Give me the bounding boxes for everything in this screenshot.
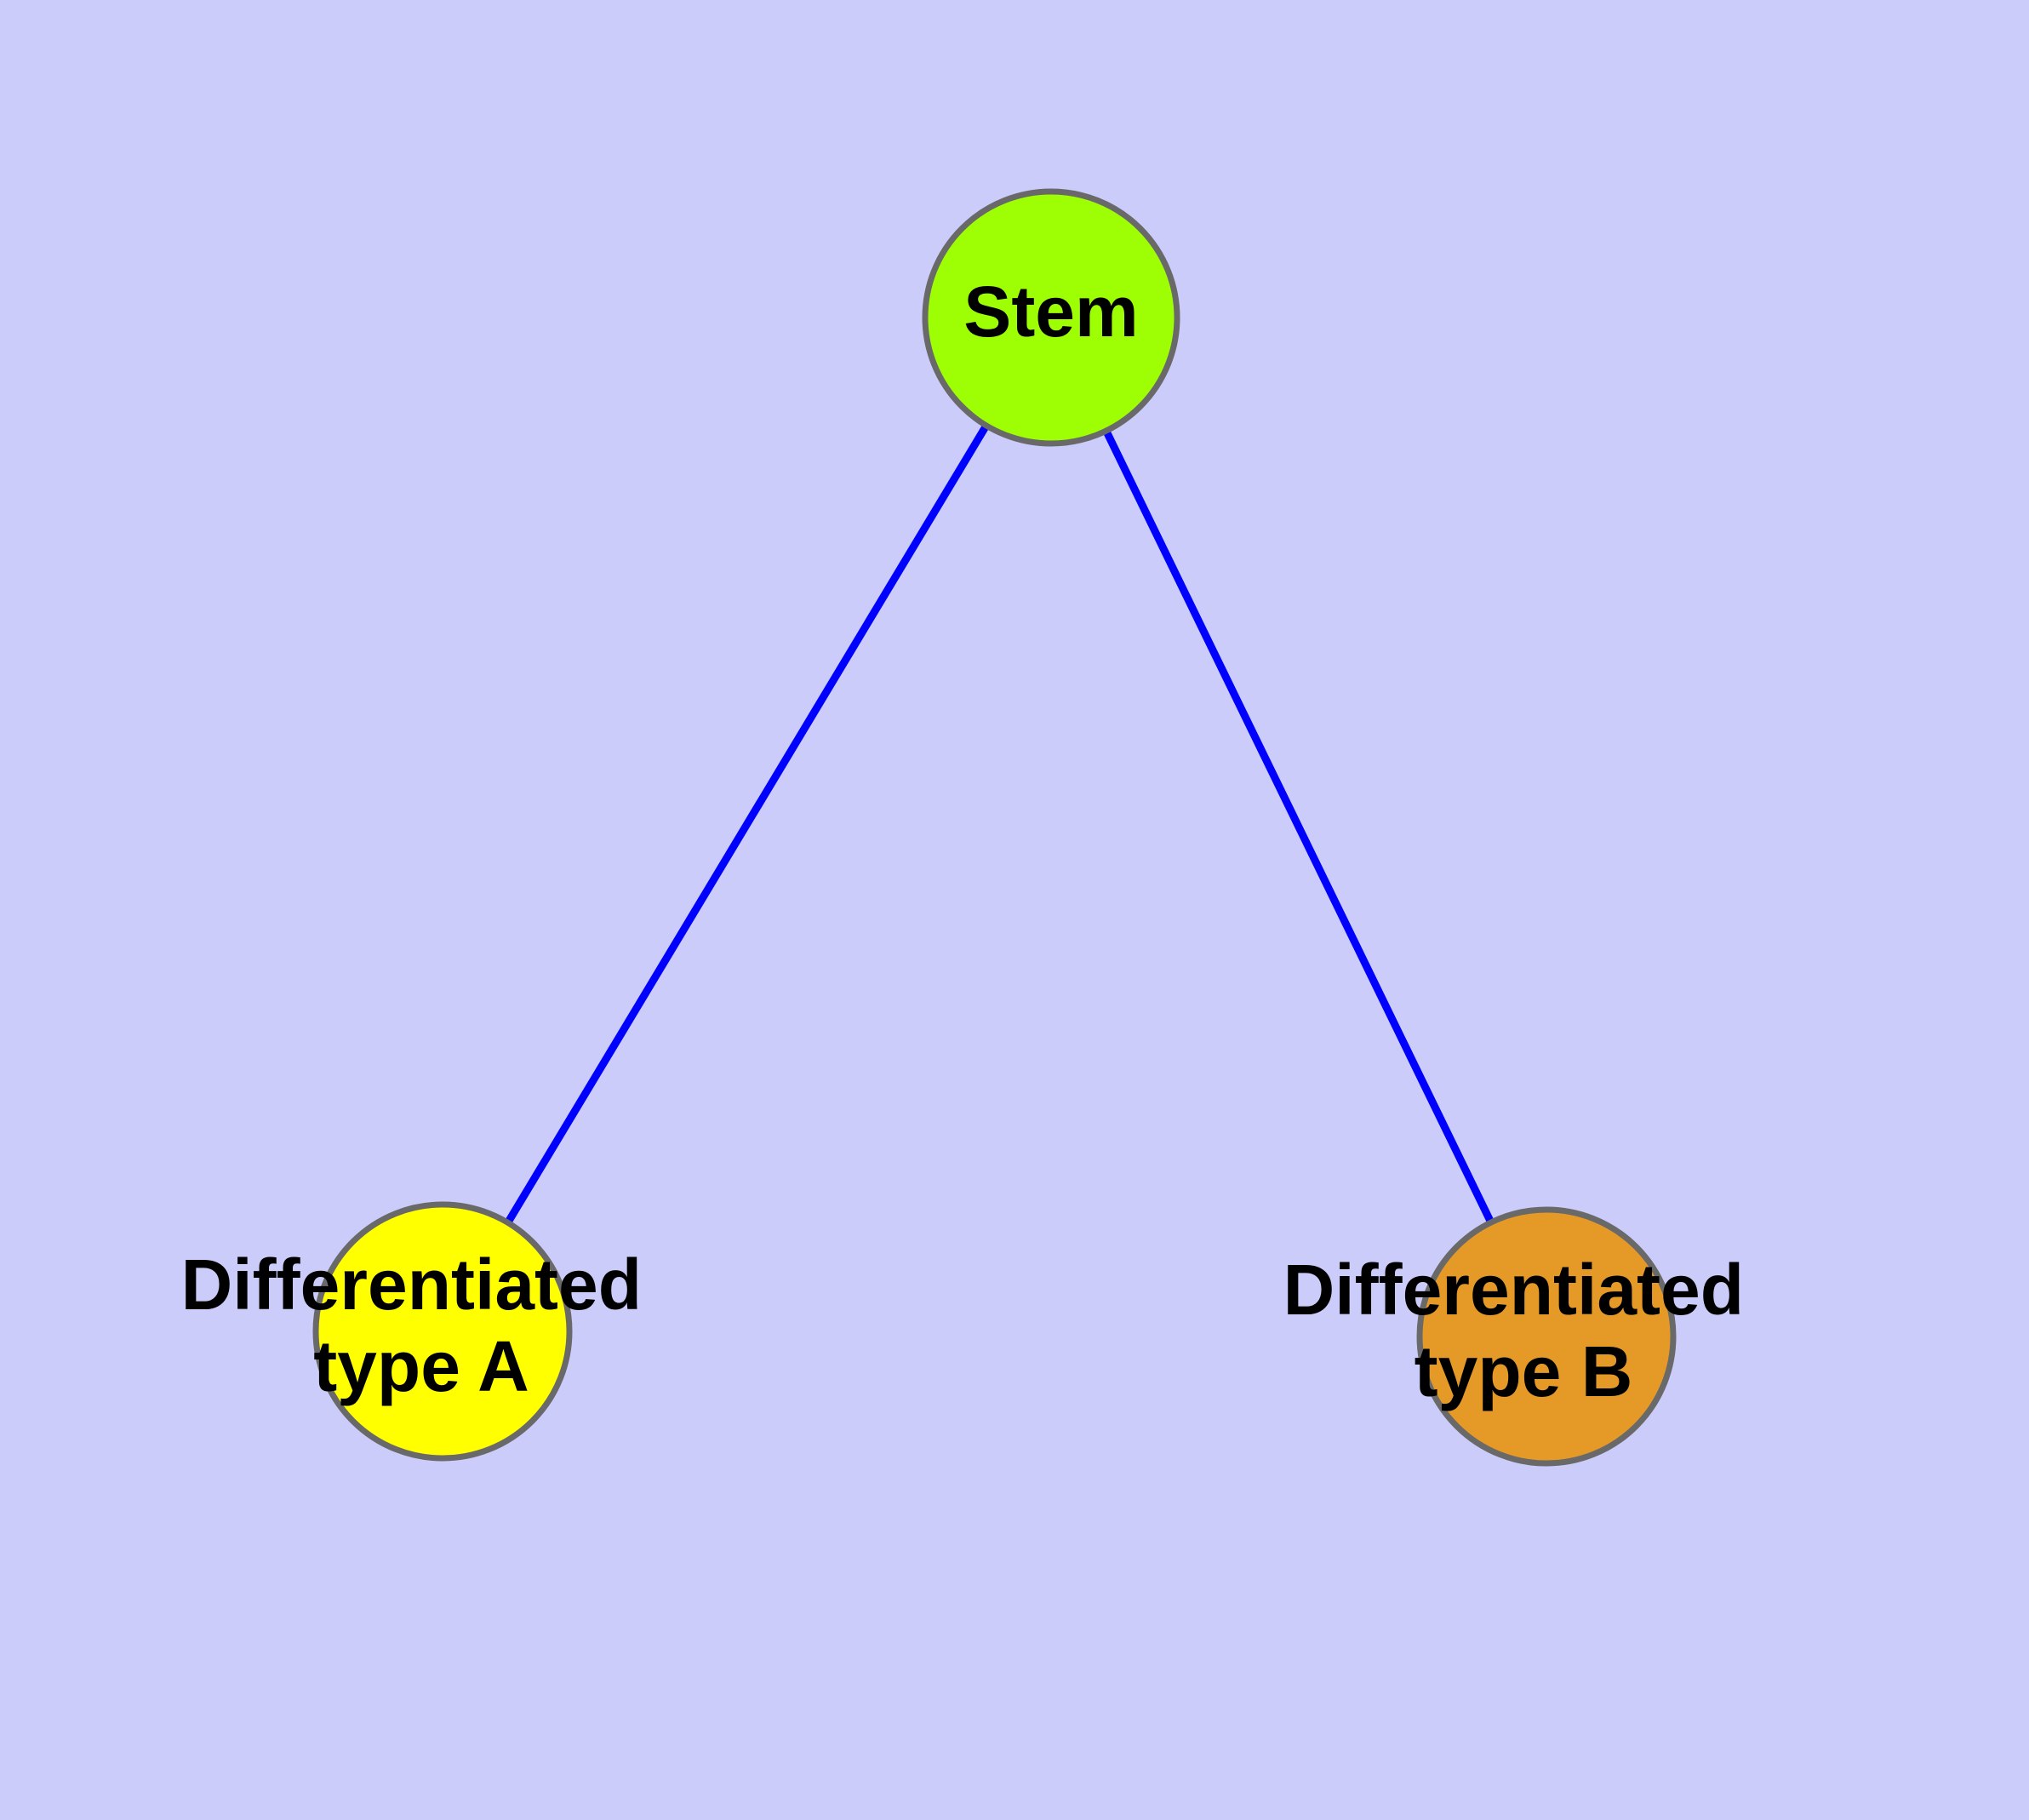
node-label-stem: Stem [963, 272, 1138, 352]
node-label-differentiated-type-a: Differentiated type A [181, 1245, 662, 1406]
edge-stem-to-differentiated-type-b[interactable] [1047, 316, 1551, 1338]
node-label-a-line1: Differentiated [181, 1245, 642, 1325]
node-differentiated-type-b[interactable] [1416, 1206, 1677, 1467]
node-label-differentiated-type-b: Differentiated type B [1283, 1250, 1764, 1411]
node-stem[interactable] [922, 188, 1180, 447]
node-label-a-line2: type A [313, 1326, 529, 1406]
node-differentiated-type-a[interactable] [312, 1201, 573, 1462]
edges-group [439, 315, 1551, 1338]
node-label-stem-line1: Stem [963, 272, 1138, 352]
edge-stem-to-differentiated-type-a[interactable] [439, 315, 1055, 1334]
labels-group: Stem Differentiated type A Differentiate… [181, 272, 1764, 1411]
node-label-b-line1: Differentiated [1283, 1250, 1744, 1330]
node-label-b-line2: type B [1415, 1331, 1633, 1411]
nodes-group [312, 188, 1677, 1467]
